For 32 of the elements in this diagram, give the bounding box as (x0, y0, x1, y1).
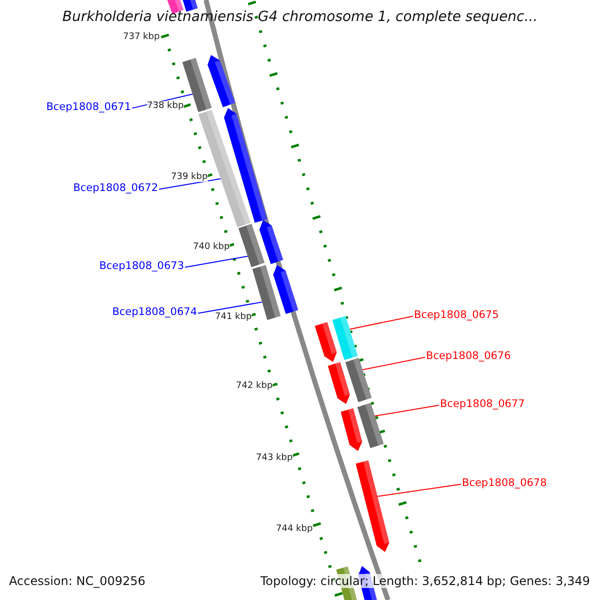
leader-line (374, 404, 440, 416)
leader-line (158, 178, 222, 190)
scale-label: 741 kbp (215, 312, 252, 322)
leader-line (198, 302, 262, 314)
leader-line (377, 484, 462, 497)
gene-label: Bcep1808_0674 (112, 306, 197, 318)
leader-line (362, 356, 426, 370)
scale-label: 744 kbp (276, 524, 313, 534)
feature-bar (357, 402, 384, 448)
scale-label: 737 kbp (123, 32, 160, 42)
scale-label: 738 kbp (147, 101, 184, 111)
scale-label: 743 kbp (256, 453, 293, 463)
gene-label: Bcep1808_0671 (46, 101, 131, 113)
scale-label: 739 kbp (171, 172, 208, 182)
scale-label: 740 kbp (193, 242, 230, 252)
map-title: Burkholderia vietnamiensis G4 chromosome 1, complete sequenc... (61, 9, 539, 25)
feature-bar (238, 224, 265, 268)
gene-label: Bcep1808_0676 (426, 350, 511, 362)
scale-label: 742 kbp (236, 381, 273, 391)
feature-bar (345, 358, 372, 402)
gene-label: Bcep1808_0677 (440, 398, 525, 410)
feature-bar (182, 58, 212, 112)
leader-line (349, 316, 414, 330)
feature-bar (332, 316, 358, 360)
gene-block (356, 460, 390, 552)
accession-label: Accession: NC_009256 (9, 574, 146, 588)
gene-label: Bcep1808_0673 (99, 260, 184, 272)
gene-label: Bcep1808_0672 (73, 182, 158, 194)
leader-line (184, 256, 248, 268)
gene-label: Bcep1808_0675 (414, 309, 499, 321)
feature-bar (252, 265, 281, 320)
gene-label: Bcep1808_0678 (462, 477, 547, 489)
